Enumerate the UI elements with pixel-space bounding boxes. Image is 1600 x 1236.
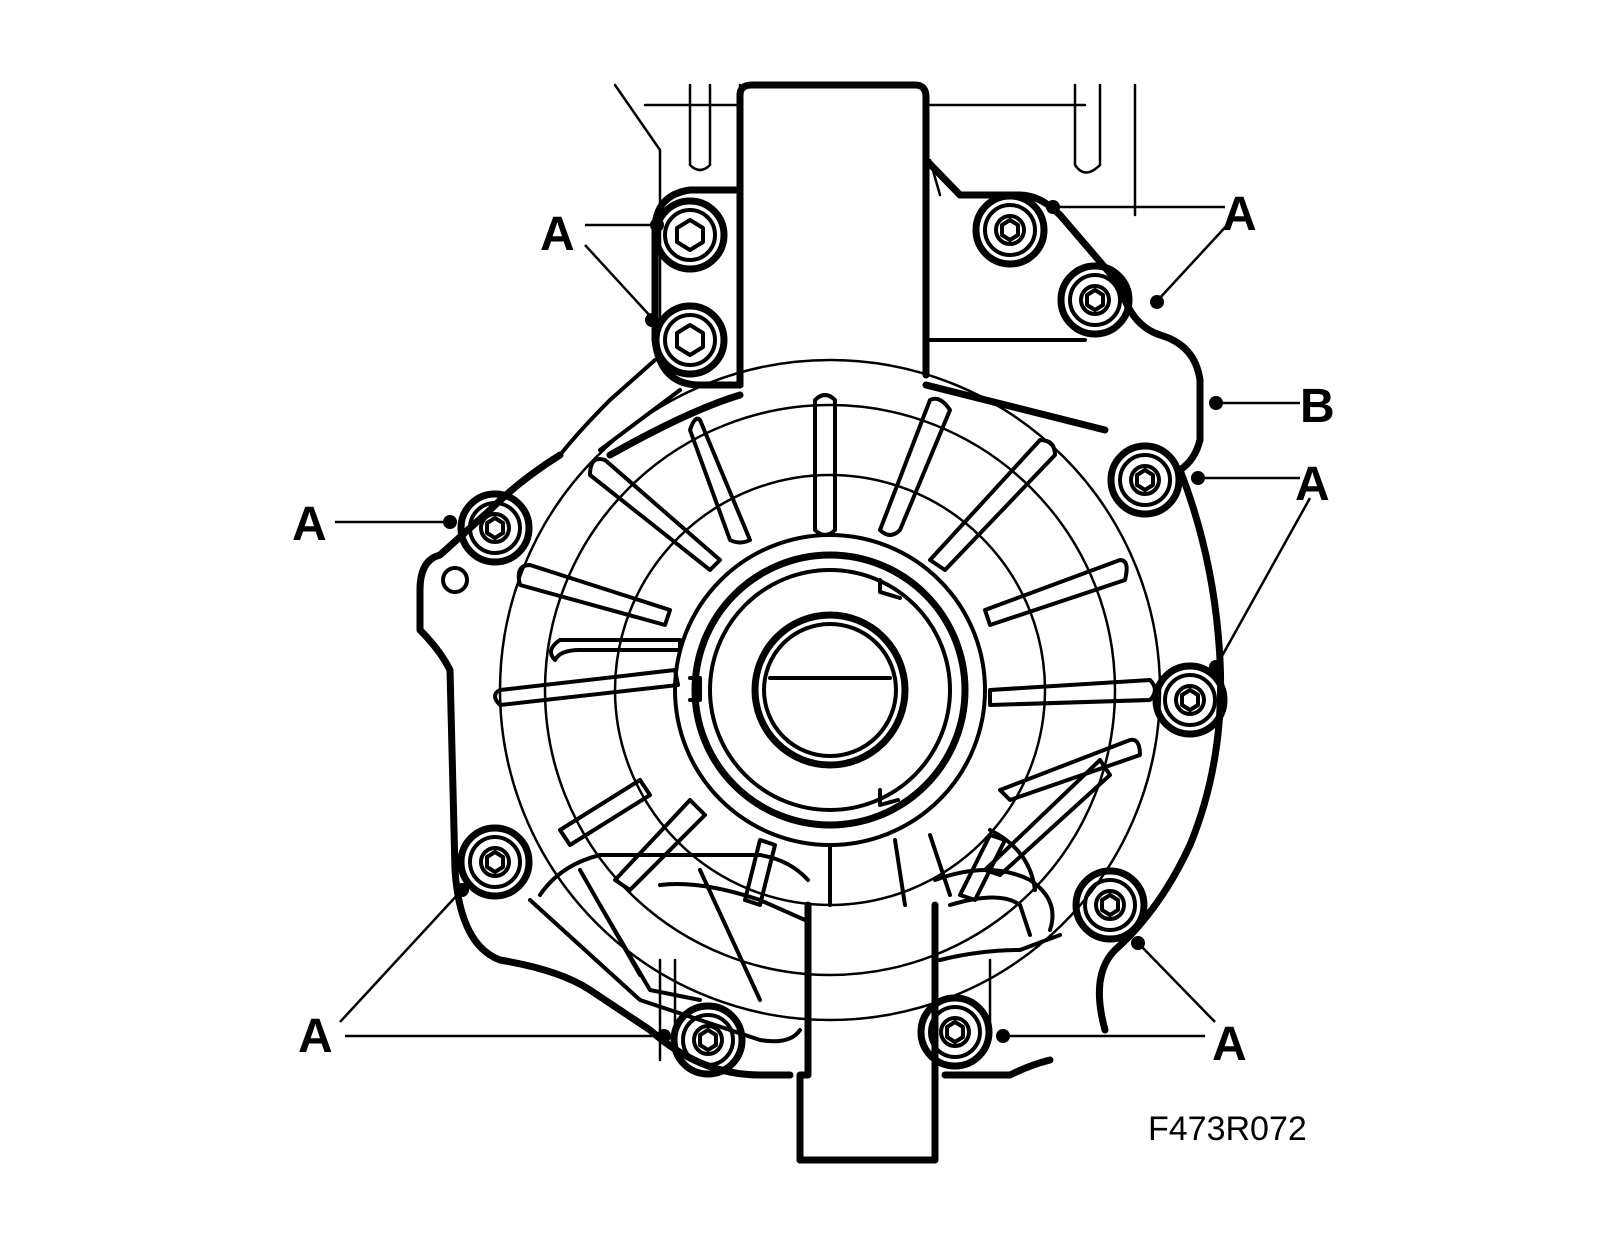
cooling-fins [493,393,1157,907]
callout-a-top-left: A [540,208,575,261]
callout-a-left: A [292,498,327,551]
left-bracket [558,186,744,459]
lower-frame [528,828,1062,1044]
callout-labels: A A A B A A A [292,188,1335,1071]
bolt-top-right-1 [972,192,1048,268]
bolt-top-right-2 [1057,262,1133,338]
callout-b-right: B [1300,380,1335,433]
bolt-bottom-left [670,1002,746,1078]
bolts [457,192,1228,1078]
callout-a-bottom-left: A [298,1010,333,1063]
top-bracket [736,81,1124,434]
bolt-left-upper [457,490,533,566]
bolt-top-left-2 [652,302,728,378]
callout-leaders [335,200,1312,1043]
bolt-left-lower [457,824,533,900]
callout-a-top-right: A [1222,188,1257,241]
bolt-right-lower [1072,867,1148,943]
bolt-bottom-right [917,994,993,1070]
figure-code: F473R072 [1148,1110,1307,1148]
bolt-top-left-1 [652,197,728,273]
callout-a-right: A [1295,458,1330,511]
bolt-right-middle [1152,662,1228,738]
engine-block-lines [613,83,1137,332]
bolt-right-upper [1107,442,1183,518]
callout-a-bottom-right: A [1212,1018,1247,1071]
